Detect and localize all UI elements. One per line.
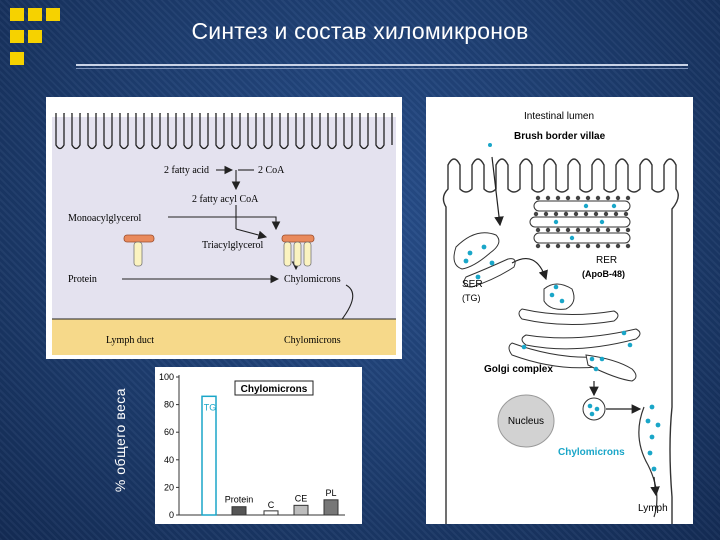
lumen-label: Intestinal lumen — [524, 111, 594, 122]
bar-c — [263, 510, 279, 516]
y-tick-label: 60 — [164, 427, 174, 437]
bar-tg — [201, 395, 217, 516]
y-tick-label: 40 — [164, 455, 174, 465]
arrow-lumen-ser — [491, 156, 504, 227]
secretory-vesicle — [582, 397, 606, 421]
brush-border-label: Brush border villae — [514, 131, 606, 142]
bar-label-ce: CE — [295, 493, 308, 503]
title-rule — [76, 64, 688, 66]
bar-ce — [293, 504, 309, 516]
lymph-duct-label: Lymph duct — [106, 335, 154, 346]
y-tick-label: 100 — [159, 372, 174, 382]
mag-molecule-icon — [123, 234, 155, 267]
arrow-to-lymph — [650, 476, 660, 497]
slide-title: Синтез и состав хиломикронов — [191, 18, 529, 44]
bar-label-c: C — [268, 500, 275, 510]
chart-title-box — [234, 380, 314, 396]
ser-label: SER — [462, 279, 483, 290]
pathway-diagram: 2 fatty acid 2 CoA 2 fatty acyl CoA Mono… — [52, 103, 396, 355]
y-tick-label: 0 — [169, 510, 174, 520]
golgi-label: Golgi complex — [484, 364, 553, 375]
lymph-label: Lymph — [638, 503, 668, 514]
nucleus — [497, 394, 555, 448]
bar-pl — [323, 499, 339, 516]
triacylglycerol-label: Triacylglycerol — [202, 240, 264, 251]
tag-molecule-icon — [281, 234, 315, 267]
golgi-dots — [521, 284, 633, 372]
lymph-duct — [52, 319, 396, 355]
y-tick-label: 80 — [164, 400, 174, 410]
ser-dots — [463, 244, 495, 280]
lymph-vessel — [638, 406, 658, 518]
cell-panel: Intestinal lumen Brush border villae RER… — [426, 97, 693, 524]
golgi-complex — [508, 283, 641, 382]
pathway-panel: 2 fatty acid 2 CoA 2 fatty acyl CoA Mono… — [46, 97, 402, 359]
duct-chylomicrons-label: Chylomicrons — [284, 335, 341, 346]
arrow-mag — [168, 216, 281, 231]
protein-label: Protein — [68, 274, 97, 285]
coa-label: 2 CoA — [258, 165, 285, 176]
bar-label-pl: PL — [325, 488, 336, 498]
bar-label-tg: TG — [204, 402, 217, 412]
arrow-to-tag — [235, 228, 268, 240]
nucleus-label: Nucleus — [508, 416, 544, 427]
fatty-acid-label: 2 fatty acid — [164, 165, 209, 176]
bar-label-protein: Protein — [225, 495, 254, 505]
rer-organelle — [529, 195, 631, 249]
monoacylglycerol-label: Monoacylglycerol — [68, 213, 142, 224]
enterocyte-diagram: Intestinal lumen Brush border villae RER… — [442, 111, 679, 524]
chart-title: Chylomicrons — [241, 384, 308, 395]
rer-label: RER — [596, 255, 617, 266]
chylomicrons-label: Chylomicrons — [284, 274, 341, 285]
lymph-chylomicrons — [645, 404, 661, 472]
apob-label: (ApoB-48) — [582, 269, 625, 279]
title-rule-thin — [76, 68, 688, 69]
arrow-ser-golgi — [511, 258, 548, 281]
y-tick-label: 20 — [164, 482, 174, 492]
tg-label: (TG) — [462, 293, 481, 303]
microvilli-edge — [55, 110, 393, 150]
y-axis-label: % общего веса — [112, 387, 128, 493]
cell-membrane — [442, 158, 679, 524]
bar-protein — [231, 506, 247, 516]
chylomicrons-label: Chylomicrons — [558, 447, 625, 458]
fatty-acyl-coa-label: 2 fatty acyl CoA — [192, 194, 259, 205]
